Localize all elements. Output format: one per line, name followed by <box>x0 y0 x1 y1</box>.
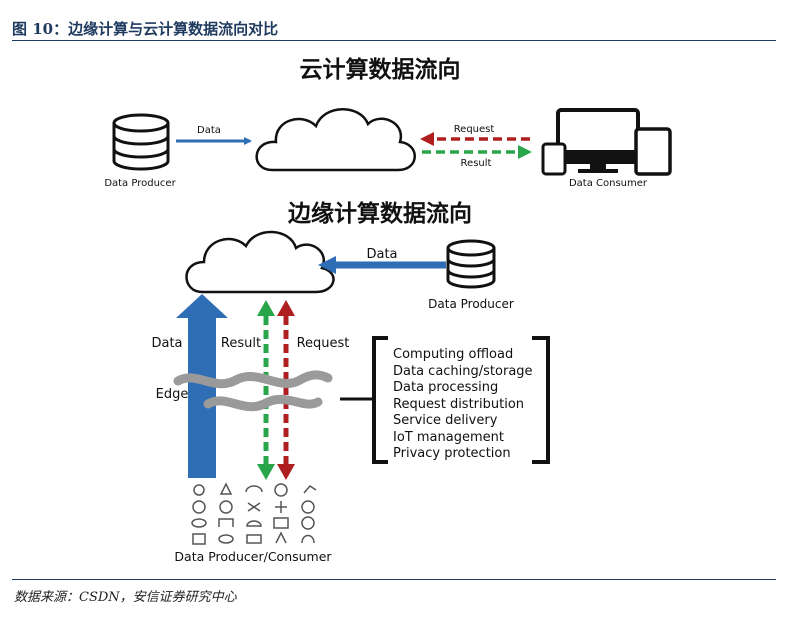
leaf-icon <box>301 534 315 544</box>
capabilities-list: Computing offload Data caching/storage D… <box>393 347 533 461</box>
lamp-icon <box>246 520 262 527</box>
capability-item: Computing offload <box>393 347 513 362</box>
right-bracket <box>532 336 550 464</box>
edge-result-label: Result <box>221 336 261 351</box>
power-icon <box>192 500 206 514</box>
edge-upload-arrow <box>176 294 228 478</box>
cloud-result-label: Result <box>461 158 492 169</box>
gear-icon <box>301 516 315 530</box>
capability-item: IoT management <box>393 430 504 445</box>
camera-icon <box>246 534 262 544</box>
gate-icon <box>218 518 234 527</box>
edge-producer-label: Data Producer <box>428 297 514 311</box>
edge-bottom-label: Data Producer/Consumer <box>174 549 332 564</box>
capability-item: Request distribution <box>393 397 524 412</box>
cloud-section-title: 云计算数据流向 <box>300 56 461 83</box>
cloud-consumer-label: Data Consumer <box>569 178 648 189</box>
left-bracket <box>372 336 388 464</box>
plant-icon <box>275 531 287 544</box>
source-note: 数据来源：CSDN，安信证券研究中心 <box>14 590 237 605</box>
edge-data-top-label: Data <box>366 247 397 262</box>
figure-title: 图 10：边缘计算与云计算数据流向对比 <box>12 20 279 38</box>
key-icon <box>303 485 317 494</box>
tray-icon <box>191 518 207 528</box>
dome-icon <box>245 485 263 493</box>
bottom-divider <box>12 579 776 580</box>
edge-label: Edge <box>156 387 189 402</box>
capability-item: Data processing <box>393 380 498 395</box>
edge-database-icon <box>446 239 496 289</box>
phone-icon <box>541 142 567 176</box>
bulb-icon <box>193 484 205 496</box>
wifi-icon <box>219 500 233 514</box>
edge-data-left-label: Data <box>151 336 182 351</box>
top-divider <box>12 40 776 41</box>
tablet-icon <box>634 127 672 176</box>
device-icon <box>192 533 206 545</box>
monitor-small-icon <box>273 517 289 529</box>
edge-wave-band <box>173 370 333 412</box>
fan-icon <box>247 502 261 512</box>
drop-icon <box>219 482 233 495</box>
edge-cloud-icon <box>185 230 335 294</box>
edge-request-label: Request <box>297 336 350 351</box>
cloud-request-label: Request <box>454 124 495 135</box>
cloud-icon <box>255 108 416 172</box>
edge-section-title: 边缘计算数据流向 <box>288 200 472 227</box>
speaker-icon <box>218 534 234 544</box>
target-icon <box>301 500 315 514</box>
capability-item: Service delivery <box>393 413 498 428</box>
capability-item: Data caching/storage <box>393 364 533 379</box>
monitor-icon <box>556 108 640 173</box>
gauge-icon <box>274 483 288 497</box>
cloud-producer-label: Data Producer <box>104 178 176 189</box>
capability-item: Privacy protection <box>393 446 511 461</box>
cloud-data-label: Data <box>197 125 221 136</box>
device-icon-grid <box>191 482 317 545</box>
snowflake-icon <box>275 501 287 513</box>
database-icon <box>112 113 170 171</box>
